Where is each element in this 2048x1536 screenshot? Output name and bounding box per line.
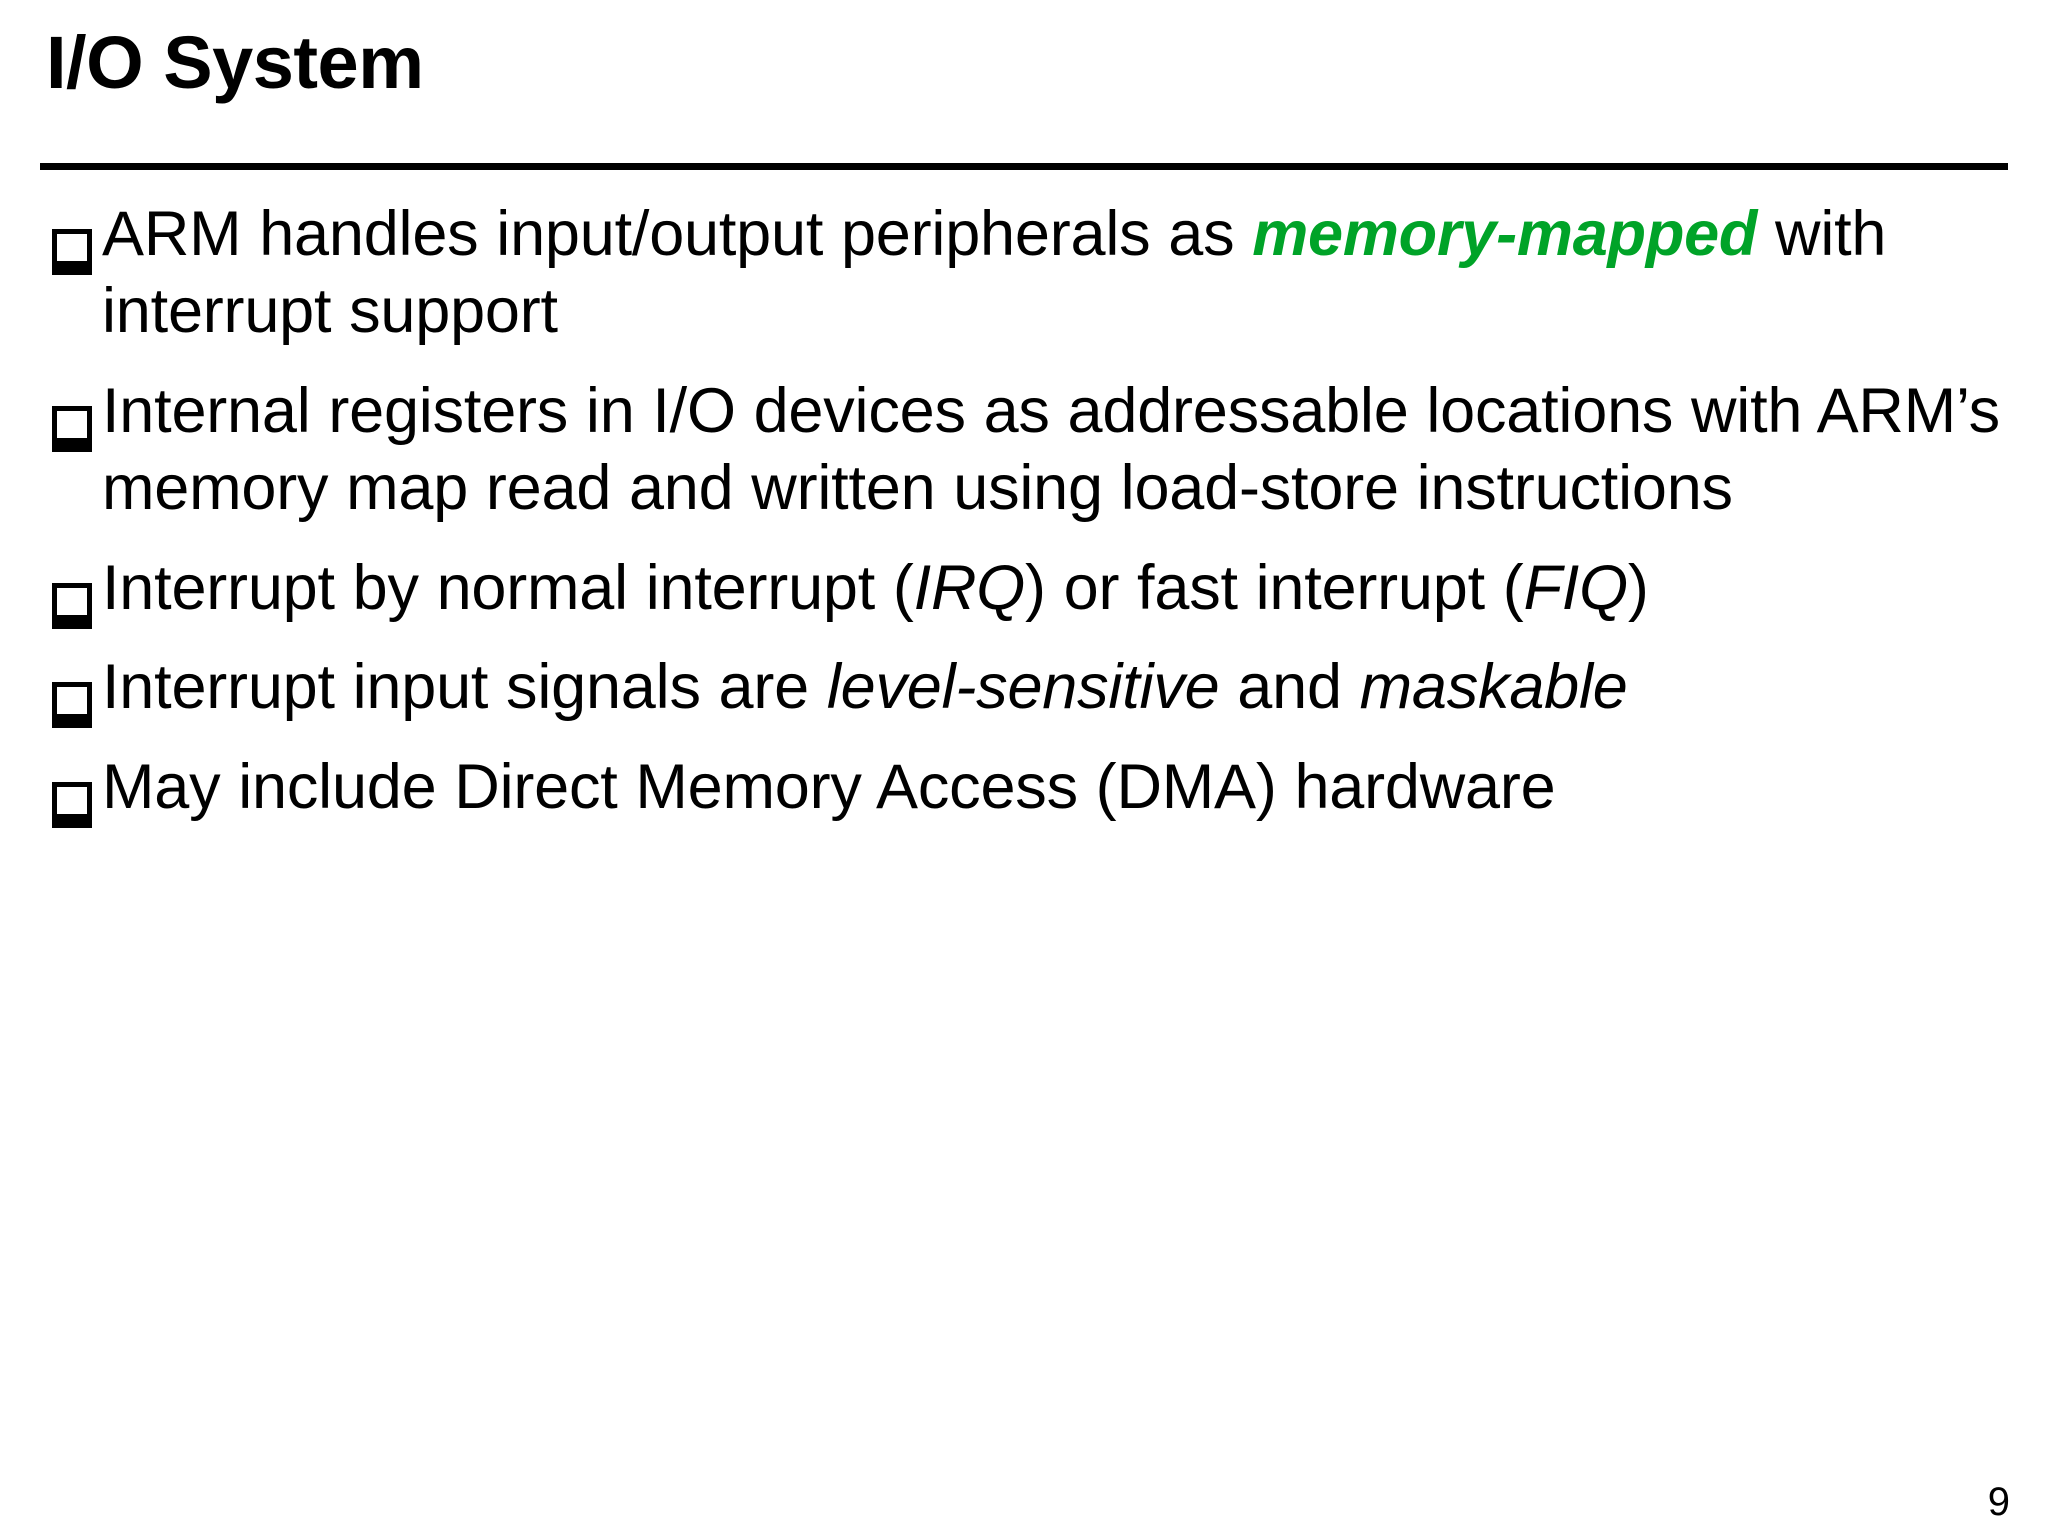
- page-title: I/O System: [46, 21, 424, 104]
- square-bullet-glyph: [52, 681, 92, 728]
- square-bullet-glyph: [52, 782, 92, 829]
- square-bullet-icon: [46, 556, 102, 632]
- bullet-text: ARM handles input/output peripherals as …: [102, 196, 2002, 349]
- bullet-interrupt-types: Interrupt by normal interrupt (IRQ) or f…: [46, 550, 2002, 630]
- plain-text: Interrupt by normal interrupt (: [102, 553, 914, 624]
- bullet-interrupt-signals: Interrupt input signals are level-sensit…: [46, 649, 2002, 728]
- emphasis-italic-text: level-sensitive: [826, 651, 1220, 722]
- plain-text: ): [1627, 553, 1649, 624]
- bullet-list: ARM handles input/output peripherals as …: [46, 196, 2002, 829]
- plain-text: with interrupt support: [102, 199, 1887, 346]
- emphasis-green-text: memory-mapped: [1252, 199, 1758, 269]
- square-bullet-icon: [46, 755, 102, 831]
- plain-text: May include Direct Memory Access (DMA) h…: [102, 752, 1556, 823]
- plain-text: ) or fast interrupt (: [1025, 553, 1524, 624]
- plain-text: ARM handles input/output peripherals as: [102, 199, 1253, 269]
- bullet-text: Interrupt by normal interrupt (IRQ) or f…: [102, 550, 2002, 627]
- title-divider: [40, 163, 2008, 170]
- emphasis-italic-text: maskable: [1359, 651, 1628, 722]
- bullet-internal-registers: Internal registers in I/O devices as add…: [46, 373, 2002, 526]
- square-bullet-glyph: [52, 406, 92, 453]
- page-number: 9: [1987, 1480, 2010, 1524]
- square-bullet-glyph: [52, 583, 92, 630]
- square-bullet-icon: [46, 379, 102, 455]
- emphasis-italic-text: IRQ: [913, 553, 1026, 624]
- bullet-text: Interrupt input signals are level-sensit…: [102, 649, 2002, 726]
- square-bullet-glyph: [52, 229, 92, 275]
- bullet-text: Internal registers in I/O devices as add…: [102, 373, 2002, 526]
- bullet-memory-mapped: ARM handles input/output peripherals as …: [46, 196, 2002, 349]
- plain-text: Internal registers in I/O devices as add…: [102, 376, 2000, 523]
- bullet-text: May include Direct Memory Access (DMA) h…: [102, 749, 2002, 826]
- plain-text: and: [1219, 651, 1360, 722]
- bullet-dma: May include Direct Memory Access (DMA) h…: [46, 749, 2002, 829]
- square-bullet-icon: [46, 655, 102, 731]
- square-bullet-icon: [46, 202, 102, 278]
- plain-text: Interrupt input signals are: [102, 651, 827, 722]
- emphasis-italic-text: FIQ: [1523, 553, 1629, 624]
